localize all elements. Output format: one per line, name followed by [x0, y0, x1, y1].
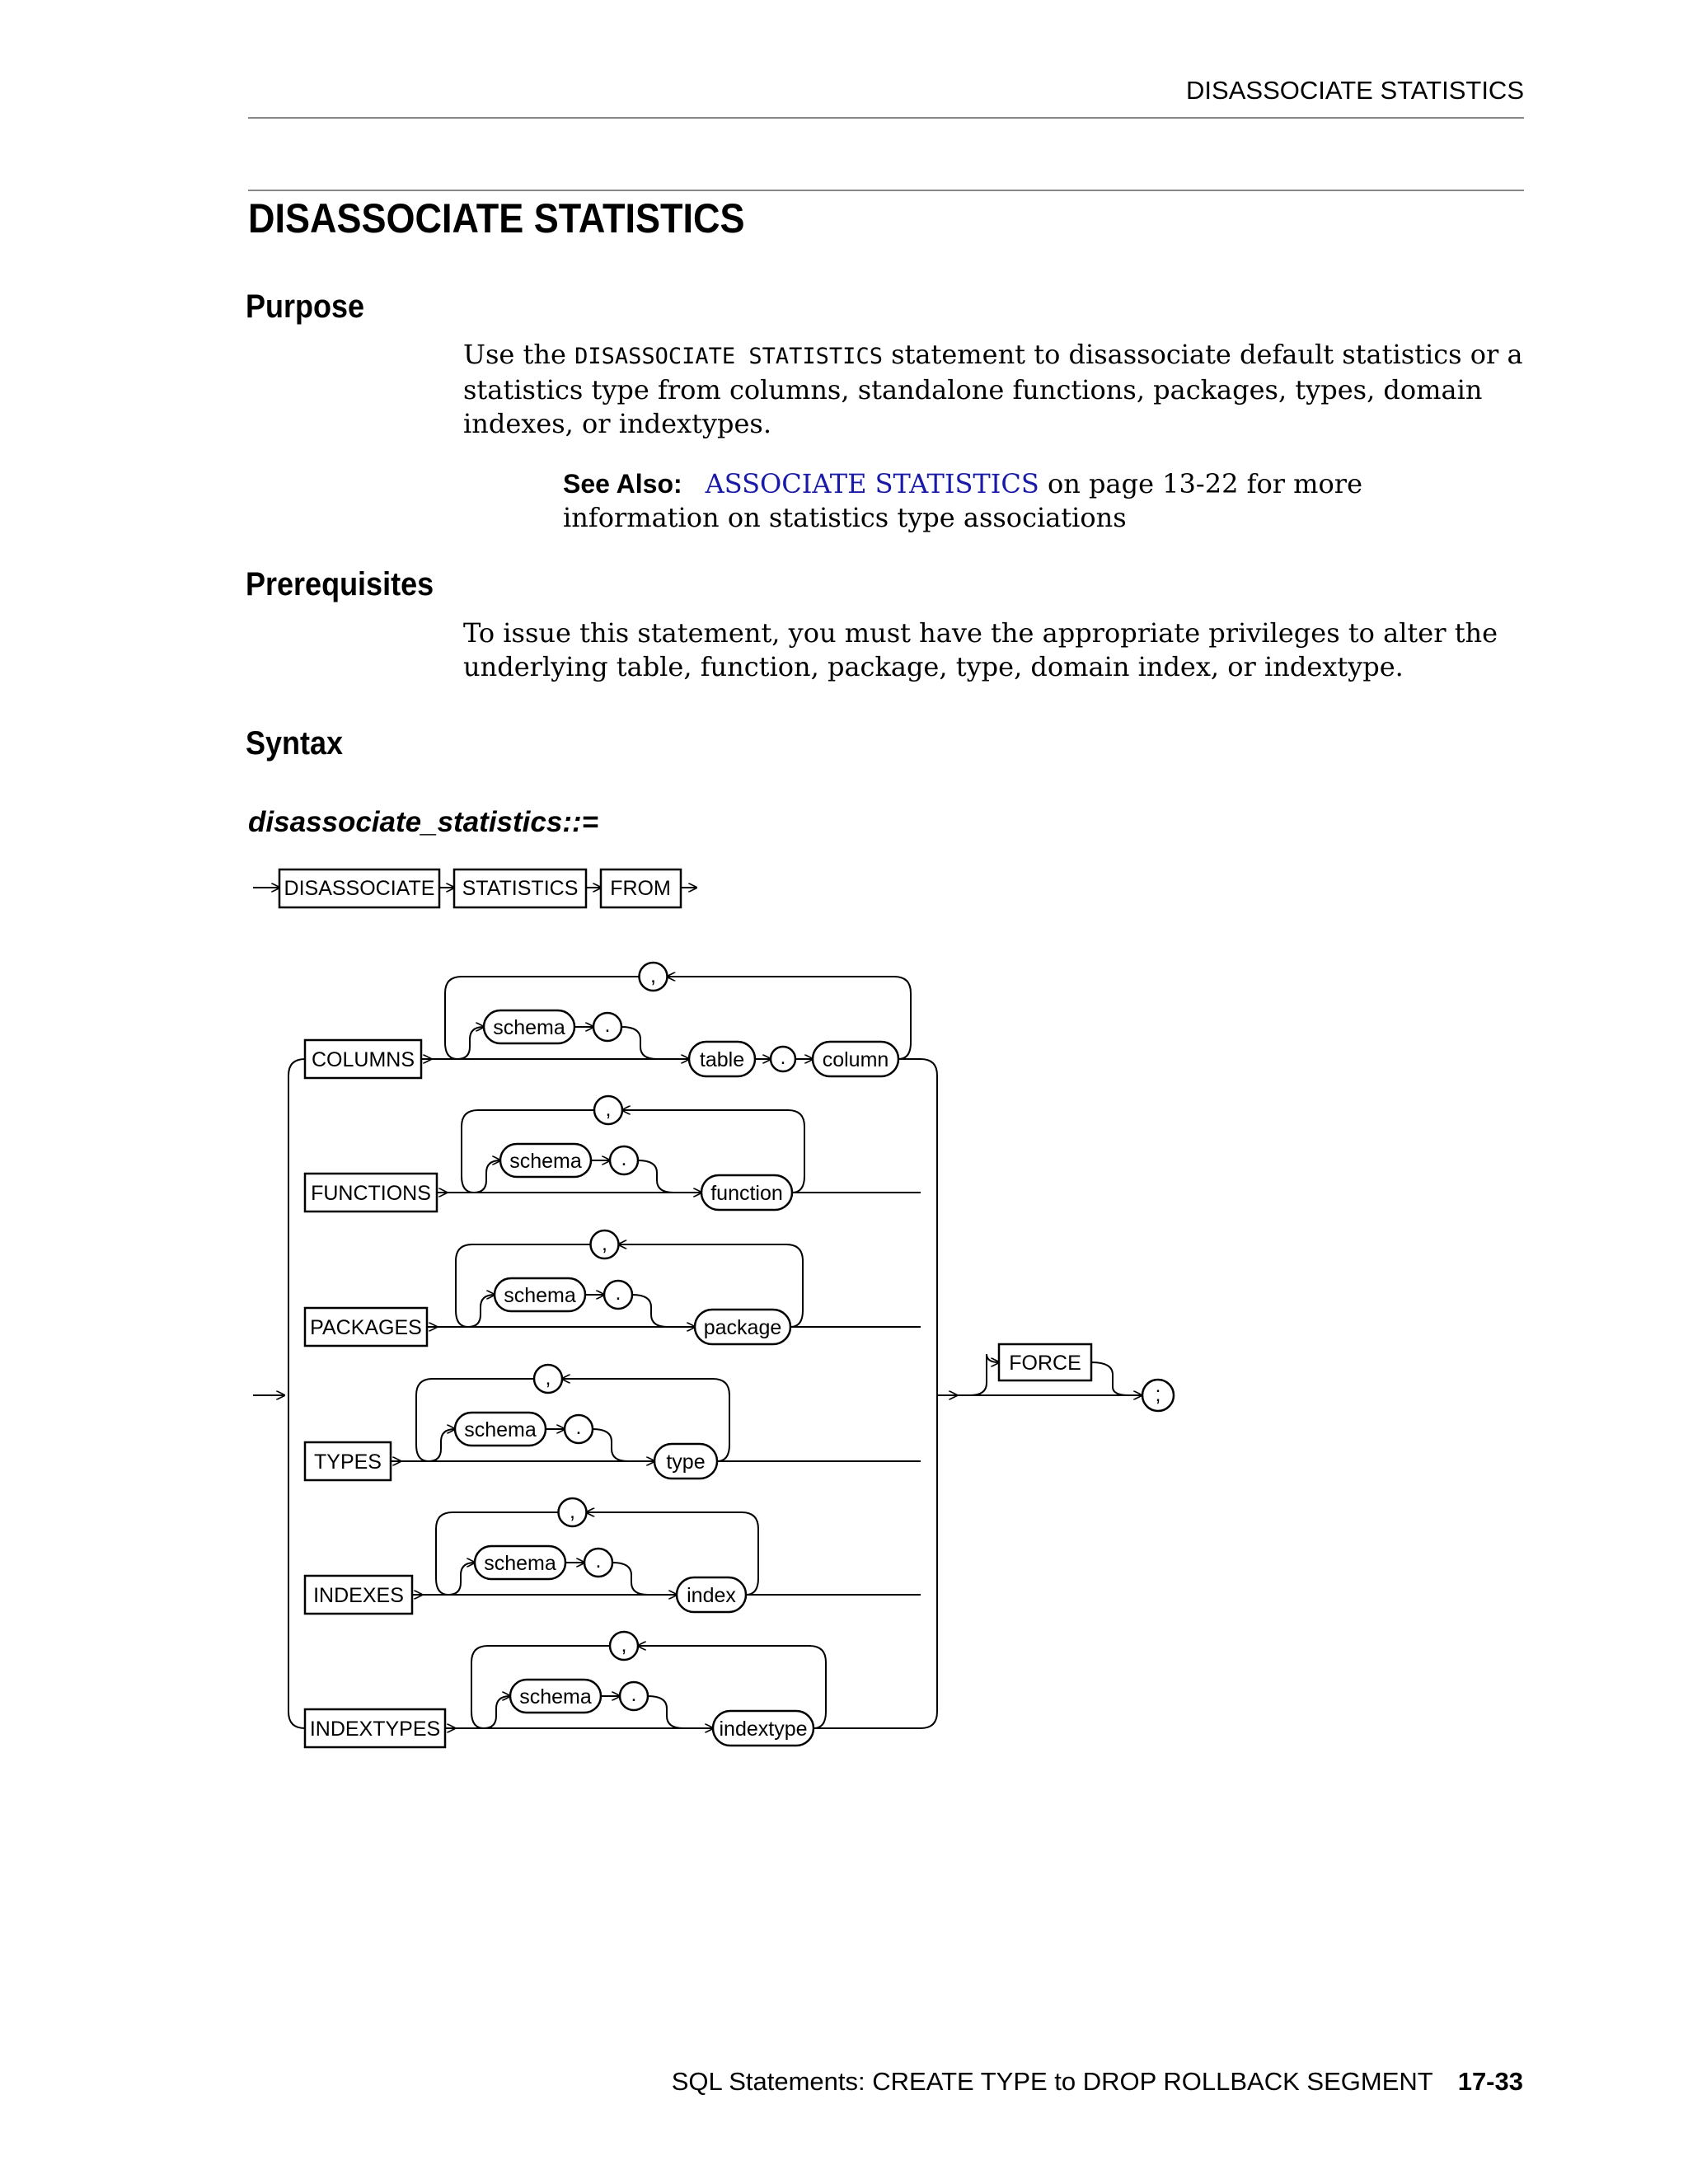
schema-rejoin [637, 1160, 674, 1193]
schema-bypass [428, 1429, 455, 1462]
footer-page-number: 17-33 [1457, 2067, 1523, 2096]
comma-label: , [570, 1500, 575, 1523]
repeat-return [471, 1645, 610, 1729]
see-also-rest: on page 13-22 for more information on st… [563, 468, 1363, 533]
repeat-loop [622, 1110, 805, 1193]
purpose-text-before: Use the [463, 339, 575, 370]
object-label-functions: function [710, 1182, 783, 1205]
purpose-keyword: DISASSOCIATE STATISTICS [574, 344, 883, 369]
running-header-title: DISASSOCIATE STATISTICS [1186, 76, 1524, 105]
footer-book-title: SQL Statements: CREATE TYPE to DROP ROLL… [671, 2067, 1433, 2096]
repeat-return [461, 1109, 594, 1193]
repeat-loop [638, 1646, 827, 1729]
branch-keyword-packages: PACKAGES [310, 1316, 422, 1339]
dot-label: . [605, 1014, 611, 1037]
branch-keyword-box-indextypes [303, 1708, 447, 1749]
repeat-loop [587, 1512, 759, 1596]
branch-keyword-box-columns [303, 1038, 423, 1080]
schema-rejoin [631, 1294, 668, 1328]
schema-rejoin [612, 1562, 649, 1596]
prerequisites-paragraph: To issue this statement, you must have t… [463, 617, 1498, 682]
prerequisites-heading: Prerequisites [246, 566, 434, 602]
object-label-indextypes: indextype [719, 1718, 807, 1741]
repeat-return [455, 1244, 591, 1328]
keyword-statistics: STATISTICS [462, 877, 579, 900]
left-rail [288, 1058, 306, 1729]
schema-label: schema [509, 1150, 582, 1173]
repeat-return [415, 1378, 534, 1462]
dot-label: . [621, 1147, 627, 1170]
object-label-types: type [666, 1451, 705, 1474]
title-rule [248, 190, 1524, 191]
terminator-circle [1141, 1378, 1175, 1413]
repeat-return [435, 1511, 559, 1596]
force-rejoin [1090, 1361, 1130, 1396]
keyword-box [452, 868, 588, 909]
see-also-label: See Also: [563, 469, 682, 499]
object-label-column: column [823, 1048, 889, 1071]
see-also-link[interactable]: ASSOCIATE STATISTICS [705, 468, 1039, 499]
see-also-note: See Also: ASSOCIATE STATISTICS on page 13… [563, 467, 1470, 535]
syntax-heading: Syntax [246, 725, 344, 762]
repeat-loop [562, 1379, 730, 1462]
schema-bypass [457, 1027, 484, 1060]
repeat-loop [668, 977, 912, 1060]
production-name: disassociate_statistics [248, 806, 563, 838]
schema-bypass [467, 1295, 495, 1328]
production-label: disassociate_statistics::= [248, 806, 598, 839]
dot-label: . [596, 1549, 602, 1572]
object-label-indexes: index [687, 1584, 736, 1607]
branch-keyword-types: TYPES [314, 1451, 382, 1474]
keyword-box [599, 868, 682, 909]
purpose-heading: Purpose [246, 288, 365, 325]
dot-label: . [631, 1683, 637, 1706]
branch-keyword-box-packages [303, 1306, 429, 1347]
keyword-box [278, 868, 441, 909]
schema-label: schema [519, 1685, 592, 1708]
object-label-packages: package [704, 1316, 782, 1339]
purpose-text-after: statement to disassociate default statis… [463, 339, 1523, 439]
comma-label: , [621, 1633, 627, 1657]
schema-rejoin [621, 1026, 658, 1060]
schema-label: schema [504, 1284, 576, 1307]
schema-rejoin [592, 1428, 629, 1462]
branch-keyword-columns: COLUMNS [312, 1048, 415, 1071]
force-path [969, 1353, 999, 1396]
comma-label: , [546, 1366, 551, 1390]
schema-bypass [473, 1160, 500, 1193]
schema-bypass [448, 1563, 475, 1596]
terminator-label: ; [1156, 1383, 1161, 1406]
keyword-disassociate: DISASSOCIATE [284, 877, 435, 900]
repeat-loop [619, 1244, 804, 1328]
keyword-from: FROM [610, 877, 671, 900]
schema-label: schema [493, 1016, 565, 1039]
repeat-return [444, 976, 640, 1060]
dot-label: . [781, 1046, 786, 1069]
page-title: DISASSOCIATE STATISTICS [248, 195, 745, 241]
object-label-columns: table [700, 1048, 744, 1071]
schema-bypass [483, 1696, 510, 1729]
branch-keyword-box-functions [303, 1172, 438, 1213]
purpose-paragraph: Use the DISASSOCIATE STATISTICS statemen… [463, 338, 1526, 441]
dot-label: . [616, 1282, 621, 1305]
keyword-force: FORCE [1009, 1352, 1081, 1375]
running-header: DISASSOCIATE STATISTICS [248, 74, 1524, 119]
comma-label: , [602, 1232, 607, 1255]
branch-keyword-indexes: INDEXES [313, 1584, 404, 1607]
right-rail [920, 1058, 938, 1729]
schema-label: schema [464, 1418, 537, 1441]
dot-label: . [576, 1416, 582, 1439]
branch-keyword-functions: FUNCTIONS [311, 1182, 431, 1205]
production-operator: ::= [562, 806, 599, 838]
schema-label: schema [484, 1552, 556, 1575]
schema-rejoin [647, 1695, 684, 1729]
branch-keyword-box-types [303, 1441, 392, 1482]
comma-label: , [650, 964, 656, 987]
page-footer: SQL Statements: CREATE TYPE to DROP ROLL… [672, 2067, 1523, 2097]
branch-keyword-indextypes: INDEXTYPES [310, 1718, 440, 1741]
comma-label: , [606, 1098, 612, 1121]
